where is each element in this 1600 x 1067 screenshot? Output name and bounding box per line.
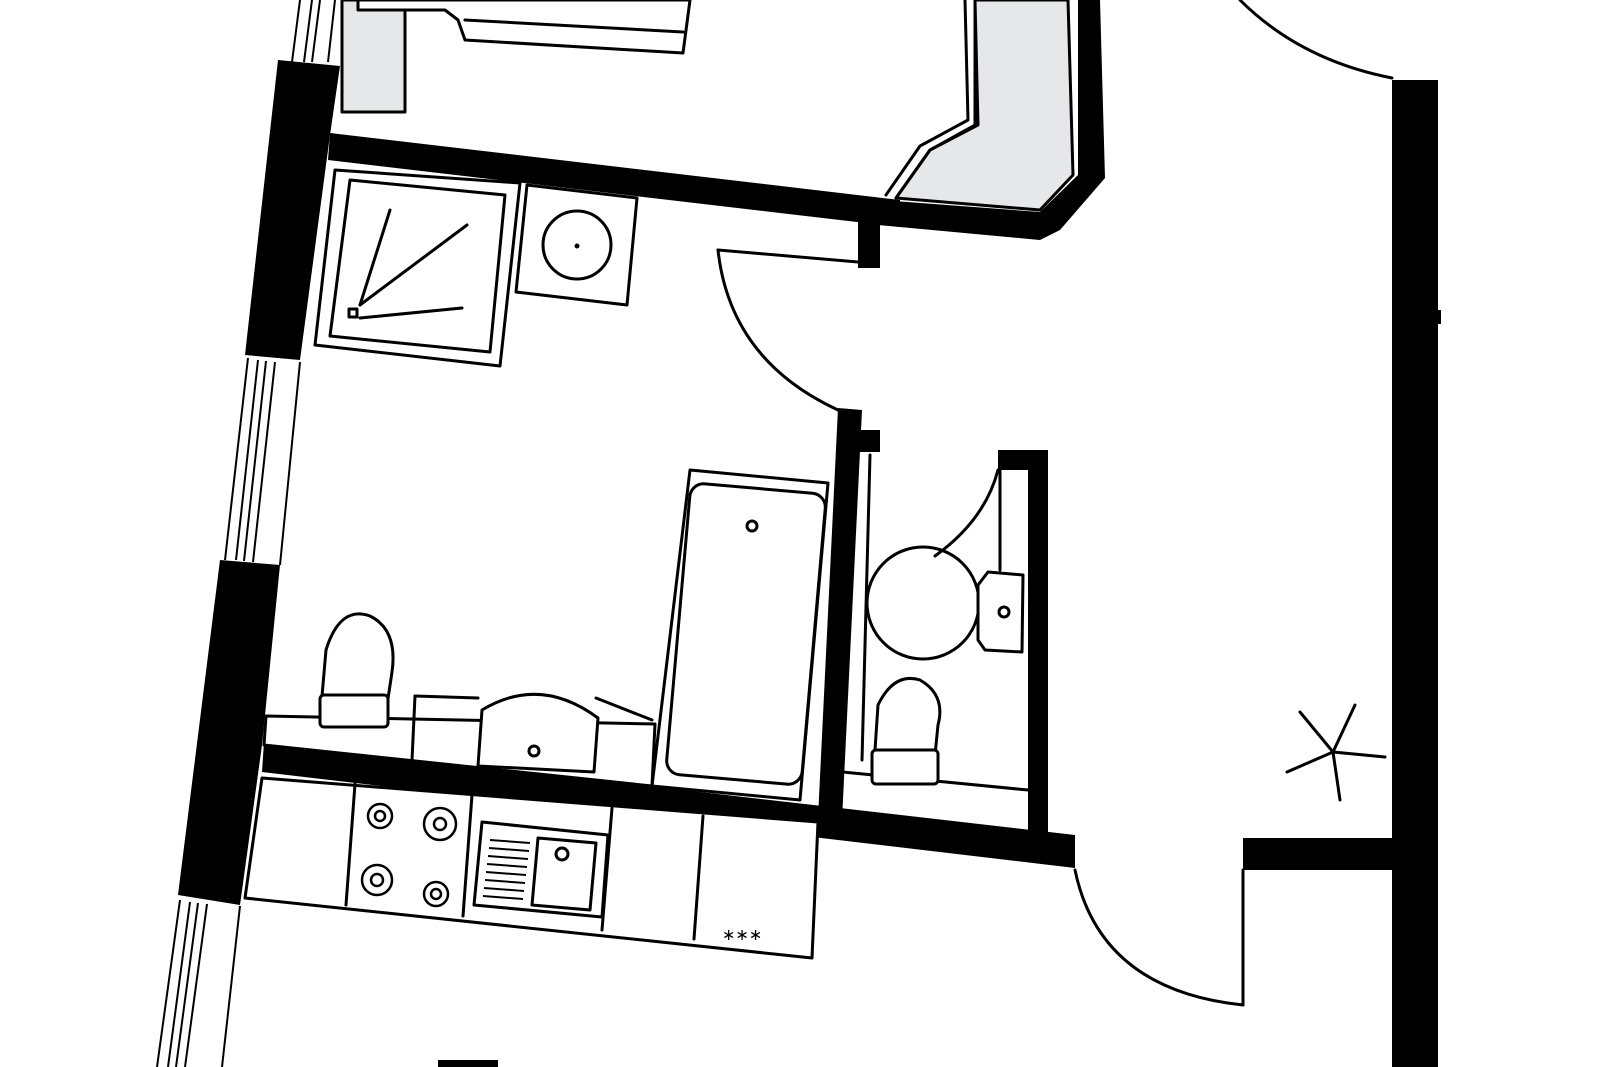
right-wall-marker bbox=[1436, 310, 1441, 324]
bathroom-door-leaf bbox=[716, 248, 860, 264]
shower-drain-icon bbox=[347, 307, 359, 319]
wc-hand-basin bbox=[976, 570, 1025, 654]
lounge-divider-wall bbox=[1243, 838, 1395, 870]
bathroom-toilet bbox=[318, 612, 395, 729]
top-bed-outline bbox=[356, 0, 692, 55]
right-exterior-wall bbox=[1392, 80, 1438, 1067]
ceiling-light-icon bbox=[1285, 703, 1387, 802]
bathroom-right-wall bbox=[818, 408, 862, 820]
bay-window-inner-line bbox=[894, 0, 980, 200]
bath-tap-icon bbox=[745, 519, 759, 533]
bathroom-top-wall bbox=[328, 133, 900, 227]
wc-door-swing bbox=[933, 468, 1000, 558]
sink-drainer-lines bbox=[482, 839, 531, 900]
wc-right-wall bbox=[998, 450, 1048, 838]
doors bbox=[716, 0, 1394, 1007]
wc-toilet bbox=[870, 677, 942, 786]
windows bbox=[156, 0, 336, 1067]
left-wall-upper bbox=[245, 60, 340, 360]
bay-window-worktop bbox=[894, 0, 1075, 212]
top-left-wardrobe bbox=[340, 0, 407, 114]
lounge-door-swing bbox=[1073, 868, 1245, 1007]
bathroom-door-swing bbox=[716, 248, 840, 412]
left-wall-middle bbox=[178, 560, 280, 905]
bathroom bbox=[262, 168, 830, 802]
wc-left-stub bbox=[850, 430, 880, 452]
window-middle-left bbox=[224, 357, 301, 566]
shower-tray bbox=[313, 168, 522, 368]
entrance-door-swing bbox=[1238, 0, 1394, 80]
bathroom-door-stub bbox=[858, 212, 880, 268]
bathtub bbox=[650, 468, 830, 802]
basin-tap-icon bbox=[527, 744, 541, 758]
top-bed-line bbox=[463, 18, 685, 34]
bay-exterior-wall bbox=[878, 0, 1105, 240]
round-basin bbox=[514, 183, 639, 307]
bathroom-kitchen-wall bbox=[262, 742, 1075, 868]
wc-room bbox=[820, 453, 1030, 792]
vanity-basin bbox=[476, 692, 600, 774]
window-bottom-left bbox=[156, 899, 241, 1067]
bay-window-inner-line-2 bbox=[884, 0, 970, 197]
kitchen: ∗∗∗ bbox=[243, 776, 820, 960]
window-top-left bbox=[291, 0, 336, 63]
wc-round-table bbox=[865, 545, 981, 661]
oven-symbol: ∗∗∗ bbox=[722, 925, 762, 944]
hob bbox=[360, 802, 458, 908]
bottom-wall-stub bbox=[438, 1060, 498, 1067]
walls bbox=[178, 0, 1441, 1067]
top-room bbox=[340, 0, 1075, 212]
kitchen-sink bbox=[472, 820, 610, 919]
